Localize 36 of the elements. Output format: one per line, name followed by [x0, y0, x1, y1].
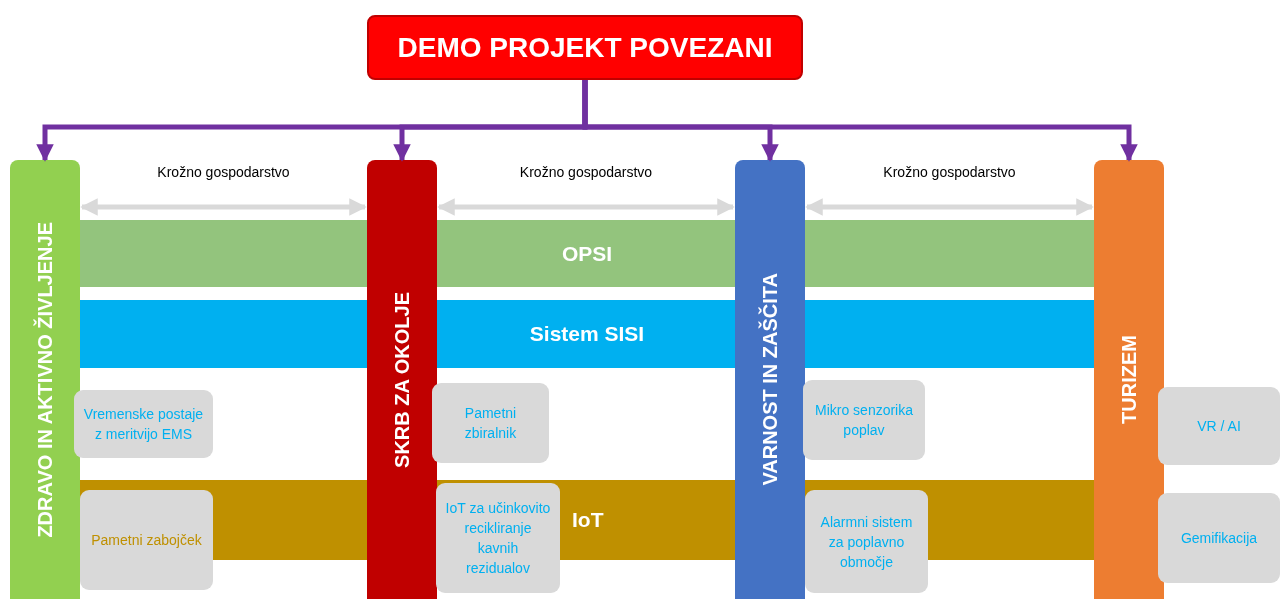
band-label: OPSI [561, 241, 613, 266]
info-card [80, 490, 213, 590]
info-card [1158, 387, 1280, 465]
info-card [436, 483, 560, 593]
edge-label: Krožno gospodarstvo [519, 164, 653, 180]
edge-label: Krožno gospodarstvo [157, 164, 290, 180]
info-card [805, 490, 928, 593]
band-label: IoT [572, 508, 604, 532]
arrow [437, 198, 735, 216]
card-text: Alarmni sistem za poplavno območje [819, 512, 914, 572]
pillar [735, 160, 805, 599]
pillar-label: SKRB ZA OKOLJE [390, 291, 414, 468]
arrow [805, 198, 1094, 216]
info-card [1158, 493, 1280, 583]
arrow [582, 80, 1138, 162]
card-text: IoT za učinkovito recikliranje kavnih rezidualov [444, 499, 552, 578]
pillar-label: TURIZEM [1117, 335, 1141, 424]
pillar-label: VARNOST IN ZAŠČITA [758, 273, 782, 486]
info-card [74, 390, 213, 458]
edge-label: Krožno gospodarstvo [883, 164, 1016, 180]
title-text: DEMO PROJEKT POVEZANI [397, 31, 773, 64]
card-text: Pametni zabojček [91, 531, 202, 550]
pillar-label: ZDRAVO IN AKTIVNO ŽIVLJENJE [33, 221, 57, 538]
card-text: Pametni zbiralnik [463, 404, 518, 443]
card-text: Vremenske postaje z meritvijo EMS [82, 405, 205, 444]
arrow [80, 198, 367, 216]
card-text: VR / AI [1197, 417, 1241, 436]
pillar [367, 160, 437, 599]
info-card [803, 380, 925, 460]
pillar [1094, 160, 1164, 599]
band-label: Sistem SISI [529, 322, 645, 346]
card-text: Gemifikacija [1180, 529, 1258, 548]
pillar [10, 160, 80, 599]
title-box [367, 15, 803, 80]
card-text: Mikro senzorika poplav [814, 401, 914, 440]
info-card [432, 383, 549, 463]
